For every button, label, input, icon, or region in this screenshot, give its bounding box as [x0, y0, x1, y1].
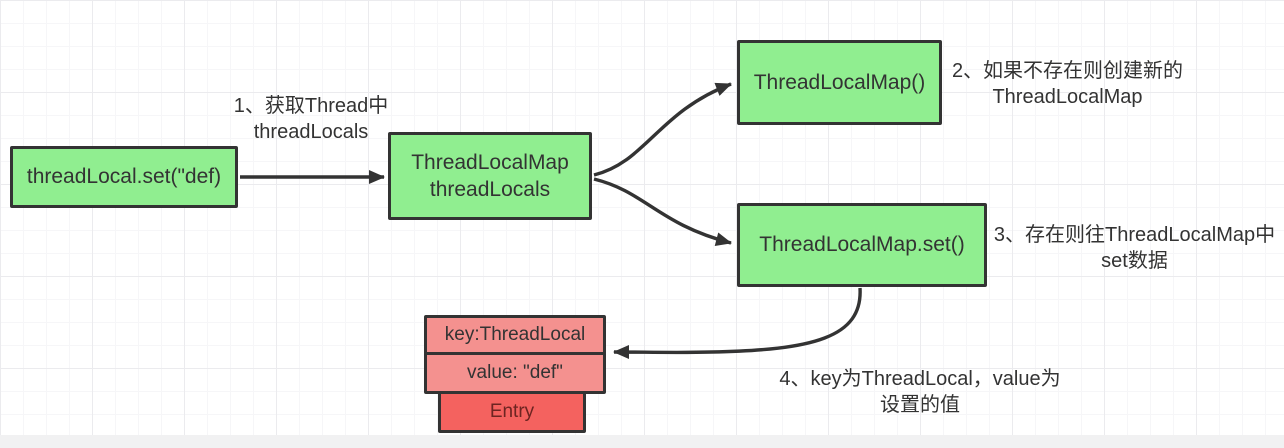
node-entry-key: key:ThreadLocal: [424, 315, 606, 355]
annotation-step2: 2、如果不存在则创建新的 ThreadLocalMap: [945, 58, 1190, 110]
annotation-step3-line1: 3、存在则往ThreadLocalMap中: [993, 224, 1276, 246]
annotation-step2-line2: ThreadLocalMap: [992, 86, 1143, 108]
node-threadlocal-set: threadLocal.set("def): [10, 146, 238, 208]
node-entry-value: value: "def": [424, 352, 606, 394]
footer-strip: [0, 435, 1284, 448]
arrow-threadlocals-to-ctor: [593, 82, 732, 177]
node-threadlocalmap-line2: threadLocals: [429, 178, 551, 201]
annotation-step2-line1: 2、如果不存在则创建新的: [951, 60, 1184, 82]
node-entry: Entry: [438, 391, 586, 433]
node-threadlocalmap-line1: ThreadLocalMap: [411, 151, 569, 174]
annotation-step4-line1: 4、key为ThreadLocal，value为: [779, 368, 1061, 390]
annotation-step3-line2: set数据: [1101, 250, 1168, 272]
node-threadlocalmap-constructor: ThreadLocalMap(): [737, 40, 942, 125]
annotation-step1: 1、获取Thread中 threadLocals: [222, 93, 400, 145]
annotation-step4: 4、key为ThreadLocal，value为 设置的值: [770, 366, 1070, 418]
annotation-step3: 3、存在则往ThreadLocalMap中 set数据: [985, 222, 1284, 274]
arrow-mapset-to-entry: [613, 287, 862, 360]
annotation-step1-line1: 1、获取Thread中: [233, 95, 389, 117]
node-entry-value-label: value: "def": [467, 362, 563, 383]
node-entry-label: Entry: [489, 401, 535, 422]
node-entry-key-label: key:ThreadLocal: [444, 324, 586, 345]
annotation-step1-line2: threadLocals: [253, 121, 369, 143]
node-threadlocalmap-set: ThreadLocalMap.set(): [737, 203, 987, 287]
node-threadlocalmap-threadlocals: ThreadLocalMap threadLocals: [388, 132, 592, 220]
node-threadlocal-set-label: threadLocal.set("def): [26, 165, 222, 188]
node-threadlocalmap-set-label: ThreadLocalMap.set(): [759, 233, 965, 256]
annotation-step4-line2: 设置的值: [880, 394, 960, 416]
node-threadlocalmap-constructor-label: ThreadLocalMap(): [753, 70, 926, 94]
arrow-threadlocals-to-mapset: [593, 177, 732, 246]
